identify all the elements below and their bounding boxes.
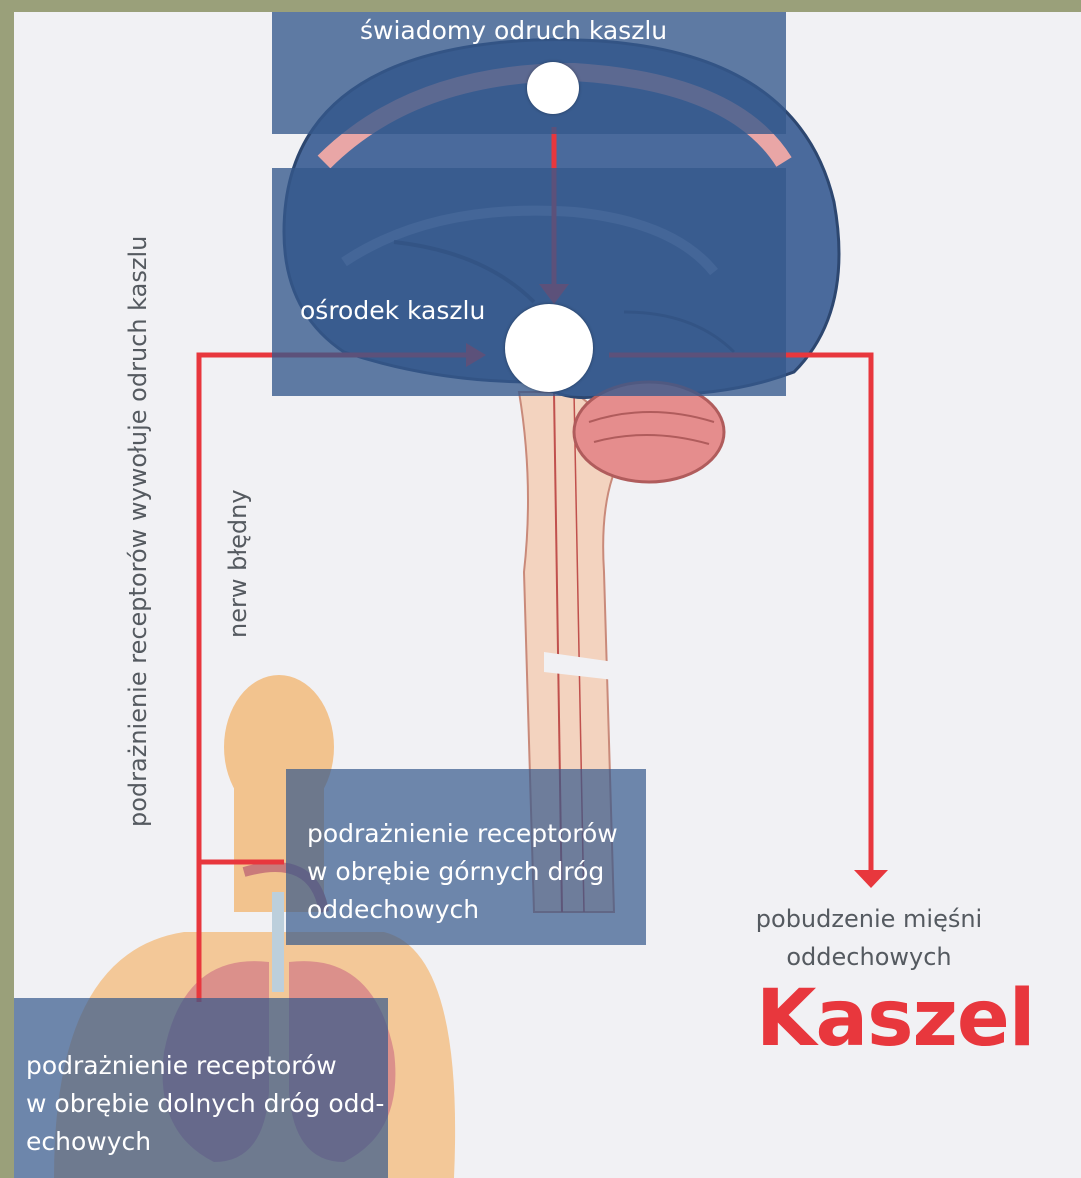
vertical-label-receptors: podrażnienie receptorów wywołuje odruch … (124, 236, 152, 827)
lower-airways-line-1: podrażnienie receptorów (26, 1047, 384, 1085)
lower-airways-line-2: w obrębie dolnych dróg odd- (26, 1085, 384, 1123)
top-label: świadomy odruch kaszlu (360, 12, 667, 50)
conscious-reflex-node (527, 62, 579, 114)
vertical-label-vagus-nerve: nerw błędny (224, 489, 252, 638)
lower-airways-label: podrażnienie receptorów w obrębie dolnyc… (26, 1047, 384, 1161)
muscles-line-1: pobudzenie mięśni (734, 900, 1004, 938)
upper-airways-label: podrażnienie receptorów w obrębie górnyc… (307, 815, 618, 929)
muscles-label: pobudzenie mięśni oddechowych (734, 900, 1004, 976)
cerebellum-illustration (574, 382, 724, 482)
muscles-line-2: oddechowych (734, 938, 1004, 976)
upper-airways-line-1: podrażnienie receptorów (307, 815, 618, 853)
center-label: ośrodek kaszlu (300, 292, 485, 330)
lower-airways-line-3: echowych (26, 1123, 384, 1161)
result-label-kaszel: Kaszel (756, 974, 1035, 1064)
upper-airways-line-2: w obrębie górnych dróg (307, 853, 618, 891)
arrow-down-to-muscles (854, 870, 888, 888)
diagram-canvas: świadomy odruch kaszlu ośrodek kaszlu po… (14, 12, 1081, 1178)
upper-airways-line-3: oddechowych (307, 891, 618, 929)
cough-center-node (505, 304, 593, 392)
